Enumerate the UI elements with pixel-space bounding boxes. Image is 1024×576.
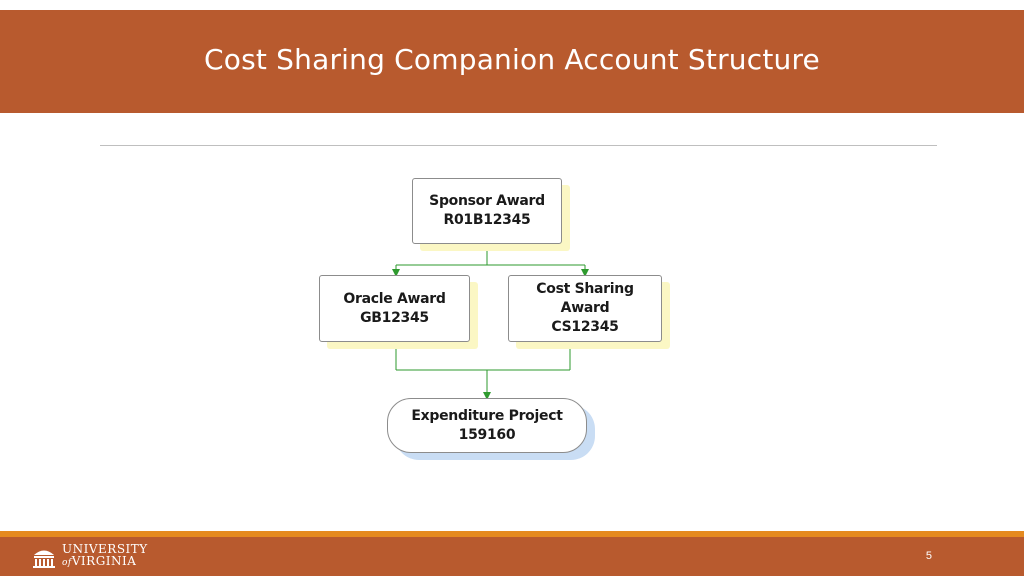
title-divider xyxy=(100,145,937,146)
top-strip xyxy=(0,0,1024,10)
page-number: 5 xyxy=(925,550,932,562)
cost-sharing-award-box: Cost Sharing Award CS12345 xyxy=(508,275,662,342)
oracle-award-id: GB12345 xyxy=(360,309,429,326)
oracle-award-label: Oracle Award xyxy=(343,290,446,307)
sponsor-award-label: Sponsor Award xyxy=(429,193,545,209)
slide-title: Cost Sharing Companion Account Structure xyxy=(204,43,820,76)
logo-university: UNIVERSITY xyxy=(62,542,148,556)
expenditure-project-label: Expenditure Project xyxy=(411,407,563,424)
university-logo: UNIVERSITY ofVIRGINIA xyxy=(32,541,148,571)
logo-virginia: VIRGINIA xyxy=(71,554,137,568)
footer-accent-line xyxy=(0,531,1024,537)
cost-sharing-id: CS12345 xyxy=(551,319,619,335)
oracle-award-box: Oracle Award GB12345 xyxy=(319,275,470,342)
sponsor-award-id: R01B12345 xyxy=(443,212,531,228)
cost-sharing-label-1: Cost Sharing xyxy=(536,281,634,297)
title-bar: Cost Sharing Companion Account Structure xyxy=(0,10,1024,113)
rotunda-icon xyxy=(33,550,55,568)
sponsor-award-box: Sponsor Award R01B12345 xyxy=(412,178,562,244)
expenditure-project-id: 159160 xyxy=(458,426,516,443)
expenditure-project-box: Expenditure Project 159160 xyxy=(387,398,587,453)
logo-of: of xyxy=(62,558,72,568)
footer-bar xyxy=(0,537,1024,576)
cost-sharing-label-2: Award xyxy=(560,300,610,316)
